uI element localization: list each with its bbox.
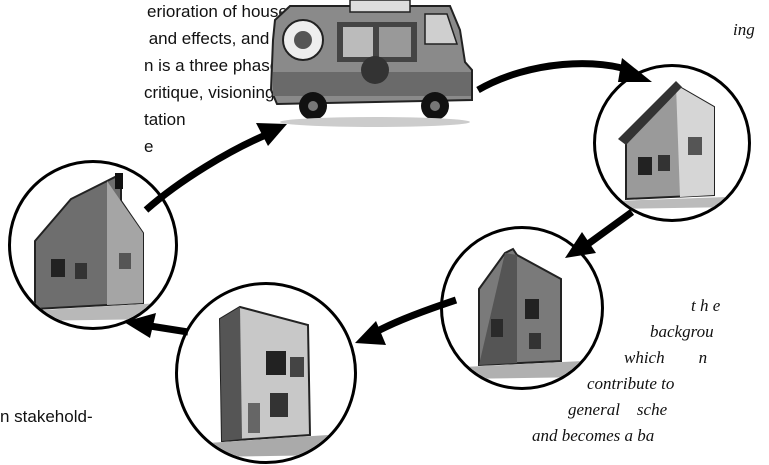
- arrowhead: [256, 123, 287, 146]
- arrow-right-down: [585, 209, 635, 247]
- arrowhead: [124, 313, 156, 338]
- text-line: erioration of houses': [147, 2, 300, 21]
- text-line: general sche: [568, 400, 668, 419]
- text-line: e: [144, 137, 154, 156]
- text-line: tation: [144, 110, 186, 129]
- text-line: which n: [624, 348, 708, 367]
- text-line: backgrou: [650, 322, 714, 341]
- arrowhead: [355, 321, 386, 345]
- left-bottom-text: n stakehold-: [0, 407, 93, 426]
- arrow-left-to-van: [143, 130, 270, 213]
- arrow-van-to-right: [476, 60, 636, 94]
- house-circle-right-top: [593, 64, 751, 222]
- top-right-text: ing: [733, 20, 755, 39]
- ice-cream-van-icon: [265, 0, 480, 128]
- text-line: and becomes a ba: [532, 426, 655, 445]
- house-icon: [21, 173, 165, 321]
- arrowhead: [565, 232, 596, 258]
- arrow-to-bottom-center: [374, 296, 458, 336]
- text-line: contribute to: [587, 374, 675, 393]
- house-icon: [202, 305, 334, 457]
- text-line: t h e: [691, 296, 721, 315]
- arrowhead: [618, 58, 652, 82]
- house-icon: [457, 247, 589, 379]
- text-line: critique, visioning: [144, 83, 275, 102]
- house-circle-left: [8, 160, 178, 330]
- text-line: n is a three phase: [144, 56, 280, 75]
- house-circle-bottom-center: [175, 282, 357, 464]
- arrow-to-left: [149, 322, 189, 336]
- house-icon: [610, 81, 736, 209]
